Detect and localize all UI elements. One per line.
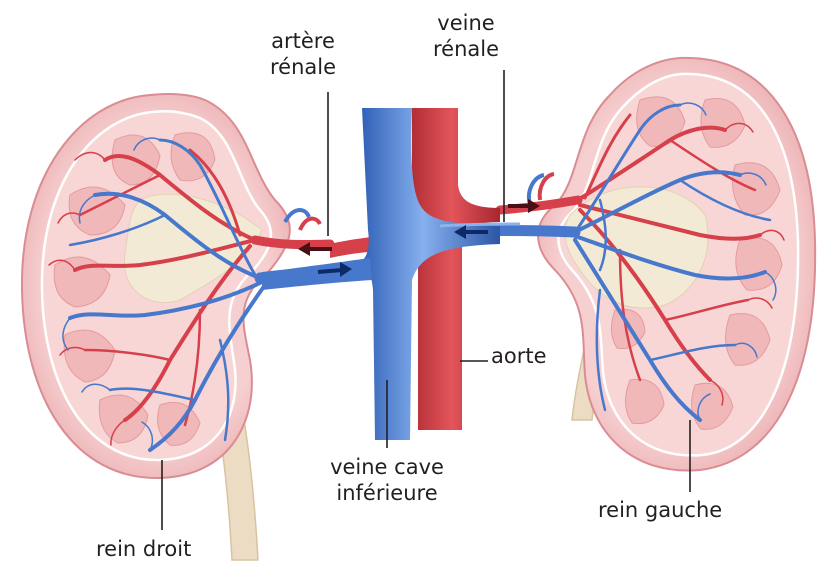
label-aorte: aorte [491,343,547,369]
label-veine-line1: veine [418,10,514,36]
left-kidney [430,58,815,471]
label-artere-line2: rénale [255,54,351,80]
aorta [412,108,500,430]
label-cave-line1: veine cave [312,454,462,480]
label-veine-cave-inferieure: veine cave inférieure [312,454,462,506]
label-veine-line2: rénale [418,36,514,62]
label-veine-renale: veine rénale [418,10,514,62]
label-artere-line1: artère [255,28,351,54]
label-artere-renale: artère rénale [255,28,351,80]
label-cave-line2: inférieure [312,480,462,506]
label-rein-gauche: rein gauche [598,497,722,523]
label-rein-droit: rein droit [96,536,191,562]
right-renal-vein [262,258,372,290]
